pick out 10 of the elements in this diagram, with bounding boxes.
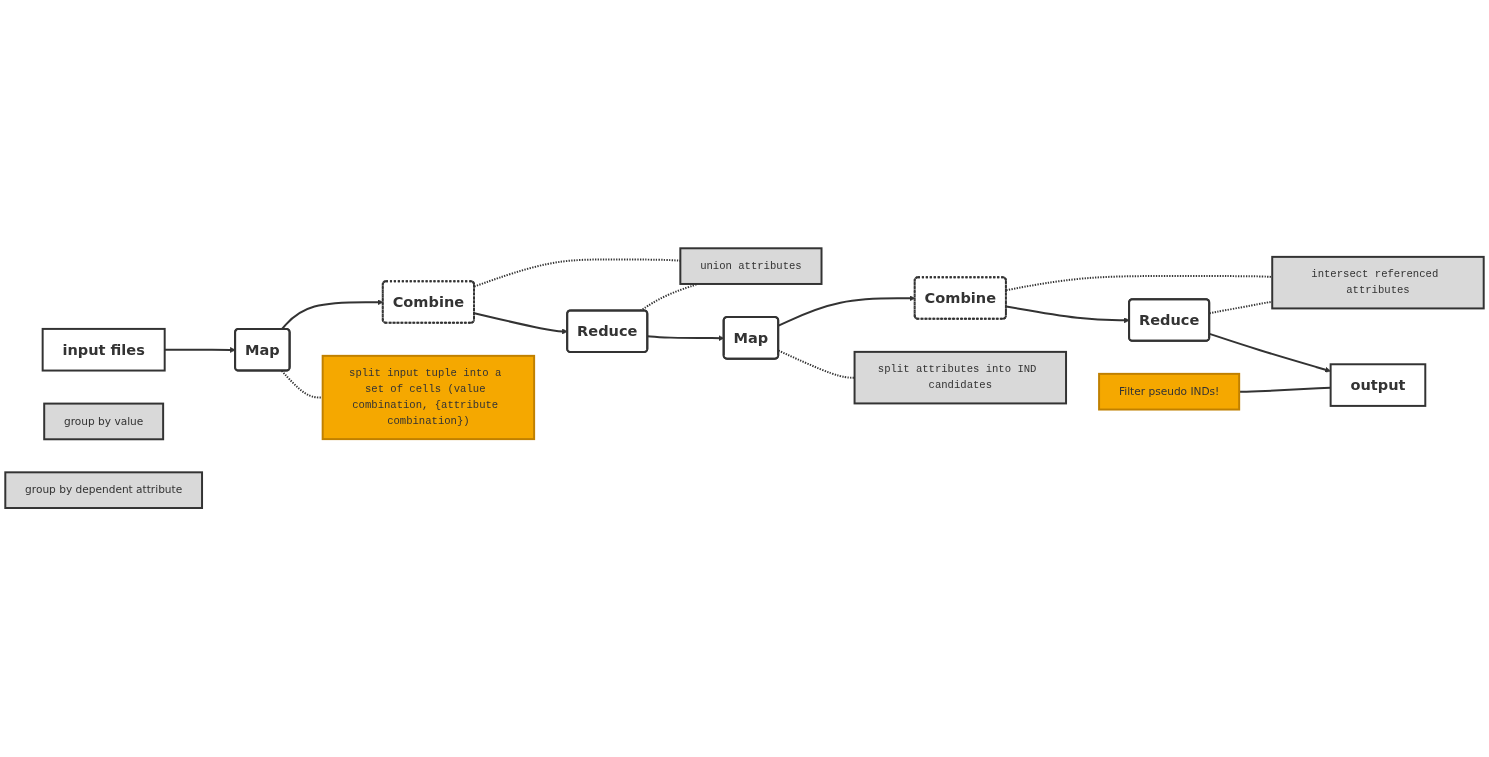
node-box: output bbox=[1329, 363, 1427, 408]
node-box: split attributes into IND candidates bbox=[853, 351, 1068, 405]
node-box: intersect referenced attributes bbox=[1271, 256, 1485, 310]
node-box: union attributes bbox=[679, 247, 823, 286]
node-box: split input tuple into a set of cells (value combination, {attribute combination}) bbox=[321, 355, 536, 441]
node-box: group by value bbox=[43, 402, 165, 441]
node-box: group by dependent attribute bbox=[4, 471, 204, 510]
arrow bbox=[1005, 305, 1130, 324]
node-box: Filter pseudo INDs! bbox=[1098, 373, 1241, 411]
node-box: input files bbox=[41, 328, 166, 372]
